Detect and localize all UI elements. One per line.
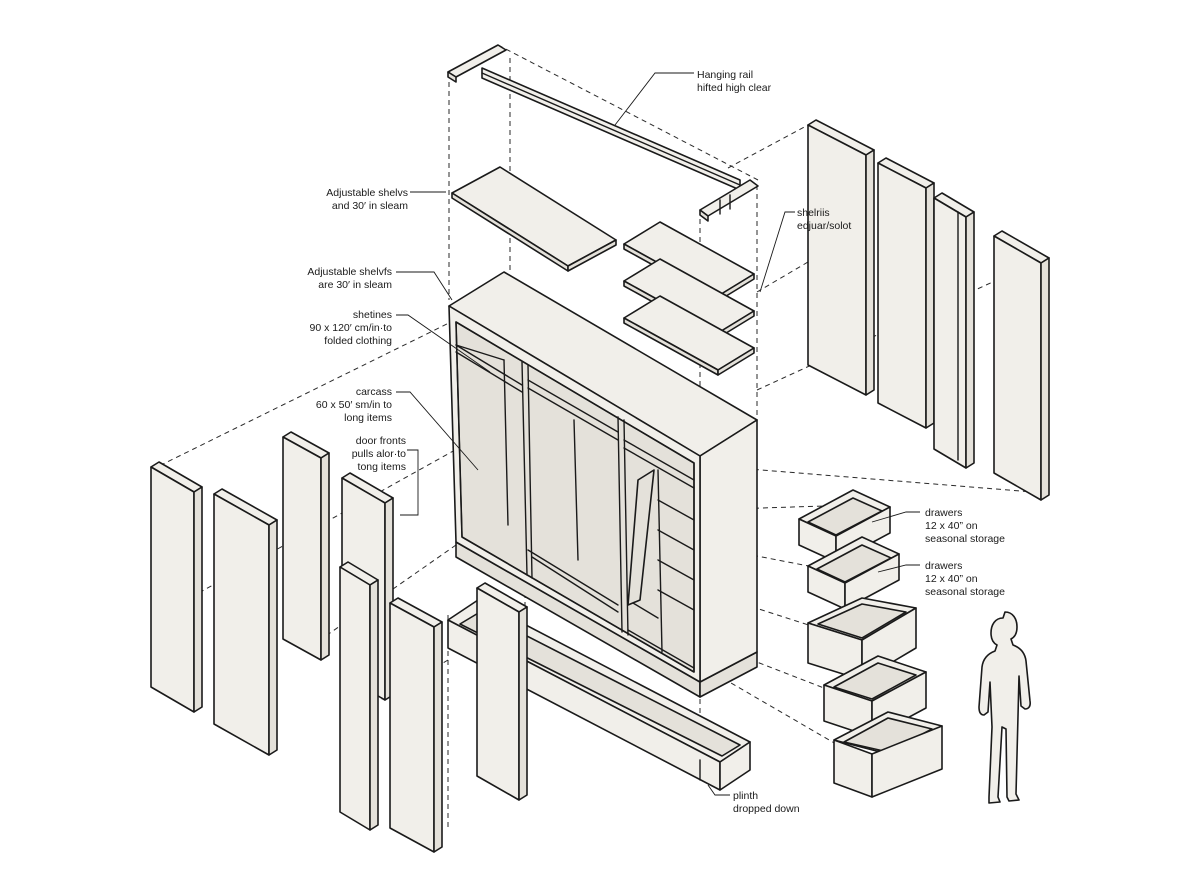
label-line: and 30′ in sleam <box>332 200 408 212</box>
label-line: edjuar/solot <box>797 220 851 232</box>
label-line: Adjustable shelvfs <box>307 266 392 278</box>
leader-lines <box>396 72 920 796</box>
carcass <box>448 271 758 698</box>
drawer-3 <box>807 597 917 681</box>
label-door-fronts: door fronts pulls alor·to tong items <box>352 435 406 473</box>
label-line: 12 x 40” on <box>925 520 978 532</box>
label-hanging-rail: Hanging rail hifted high clear <box>697 69 772 94</box>
label-line: long items <box>344 412 392 424</box>
hanging-rail <box>447 44 759 222</box>
label-line: tong items <box>358 461 406 473</box>
label-line: 90 x 120′ cm/in·to <box>309 322 392 334</box>
label-carcass: carcass 60 x 50′ sm/in to long items <box>316 386 392 424</box>
right-panels <box>807 119 1050 501</box>
label-shetines: shetines 90 x 120′ cm/in·to folded cloth… <box>309 309 392 347</box>
label-adjustable-shelves-mid: Adjustable shelvfs are 30′ in sleam <box>307 266 392 291</box>
label-line: folded clothing <box>324 335 392 347</box>
front-side-panel <box>476 582 528 801</box>
label-line: Hanging rail <box>697 69 753 81</box>
drawers-stack <box>798 489 943 798</box>
label-line: 12 x 40” on <box>925 573 978 585</box>
label-line: pulls alor·to <box>352 448 406 460</box>
label-line: dropped down <box>733 803 800 815</box>
label-line: seasonal storage <box>925 586 1005 598</box>
label-line: door fronts <box>356 435 406 447</box>
label-line: hifted high clear <box>697 82 772 94</box>
door-fronts <box>150 431 443 853</box>
label-line: Adjustable shelvs <box>326 187 408 199</box>
drawer-2 <box>807 536 900 610</box>
label-line: plinth <box>733 790 758 802</box>
label-line: shetines <box>353 309 392 321</box>
label-line: seasonal storage <box>925 533 1005 545</box>
label-drawers-1: drawers 12 x 40” on seasonal storage <box>925 507 1005 545</box>
label-plinth: plinth dropped down <box>733 790 800 815</box>
label-line: carcass <box>356 386 392 398</box>
label-drawers-2: drawers 12 x 40” on seasonal storage <box>925 560 1005 598</box>
drawer-5 <box>833 711 943 798</box>
person-scale-figure <box>978 611 1031 804</box>
label-line: are 30′ in sleam <box>318 279 392 291</box>
label-line: 60 x 50′ sm/in to <box>316 399 392 411</box>
label-line: drawers <box>925 507 962 519</box>
adjustable-shelves-stack <box>623 221 755 376</box>
loose-shelf-top <box>451 166 617 272</box>
label-line: shelriis <box>797 207 830 219</box>
label-shelves-side: shelriis edjuar/solot <box>797 207 851 232</box>
label-adjustable-shelves-top: Adjustable shelvs and 30′ in sleam <box>326 187 408 212</box>
drawer-4 <box>823 655 927 738</box>
label-line: drawers <box>925 560 962 572</box>
